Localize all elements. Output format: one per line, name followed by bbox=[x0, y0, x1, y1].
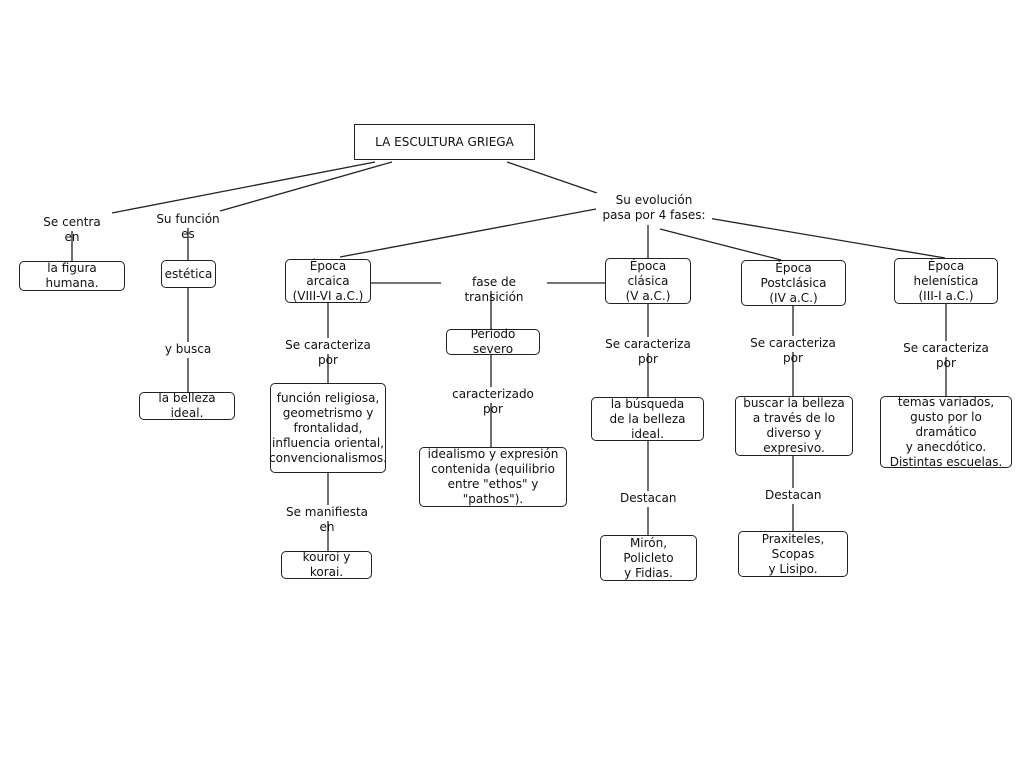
node-epoca-helenistica: Época helenística (III-I a.C.) bbox=[894, 258, 998, 304]
link-phrase-su-evolucion: Su evolución pasa por 4 fases: bbox=[596, 193, 712, 224]
node-clasica-autores: Mirón, Policleto y Fidias. bbox=[600, 535, 697, 581]
link-phrase-post-destacan: Destacan bbox=[763, 488, 823, 504]
node-epoca-clasica: Época clásica (V a.C.) bbox=[605, 258, 691, 304]
node-periodo-severo: Periodo severo bbox=[446, 327, 540, 356]
link-phrase-fase-de-transicion: fase de transición bbox=[441, 275, 547, 304]
link-phrase-y-busca: y busca bbox=[160, 342, 216, 358]
link-phrase-caracterizado-por: caracterizado por bbox=[443, 387, 543, 416]
link-phrase-su-funcion-es: Su función es bbox=[147, 212, 229, 241]
node-post-rasgos: buscar la belleza a través de lo diverso… bbox=[735, 396, 853, 456]
link-phrase-post-se-caracteriza-por: Se caracteriza por bbox=[741, 336, 845, 365]
node-kouroi-y-korai: kouroi y korai. bbox=[281, 550, 372, 579]
link-phrase-helen-se-caracteriza-por: Se caracteriza por bbox=[894, 341, 998, 370]
node-clasica-rasgos: la búsqueda de la belleza ideal. bbox=[591, 397, 704, 441]
node-post-autores: Praxiteles, Scopas y Lisipo. bbox=[738, 531, 848, 577]
node-epoca-postclasica: Época Postclásica (IV a.C.) bbox=[741, 260, 846, 306]
connector-line bbox=[695, 215, 946, 259]
connector-line bbox=[219, 161, 393, 212]
link-phrase-clasica-destacan: Destacan bbox=[618, 491, 678, 507]
connector-line bbox=[111, 161, 376, 214]
connector-line bbox=[506, 161, 598, 194]
root-node: LA ESCULTURA GRIEGA bbox=[354, 124, 535, 160]
node-la-belleza-ideal: la belleza ideal. bbox=[139, 391, 235, 420]
connector-line bbox=[339, 208, 597, 258]
node-epoca-arcaica: Época arcaica (VIII-VI a.C.) bbox=[285, 259, 371, 303]
link-phrase-se-manifiesta-en: Se manifiesta en bbox=[278, 505, 376, 534]
link-phrase-se-centra-en: Se centra en bbox=[32, 215, 112, 244]
connector-line bbox=[659, 228, 782, 261]
link-phrase-clasica-se-caracteriza-por: Se caracteriza por bbox=[596, 337, 700, 366]
link-phrase-arcaica-se-caracteriza-por: Se caracteriza por bbox=[276, 338, 380, 367]
node-arcaica-rasgos: función religiosa, geometrismo y frontal… bbox=[269, 383, 387, 473]
node-la-figura-humana: la figura humana. bbox=[19, 261, 125, 291]
node-severo-rasgos: idealismo y expresión contenida (equilib… bbox=[419, 447, 567, 507]
node-helen-rasgos: temas variados, gusto por lo dramático y… bbox=[880, 395, 1012, 469]
node-estetica: estética bbox=[161, 260, 216, 288]
